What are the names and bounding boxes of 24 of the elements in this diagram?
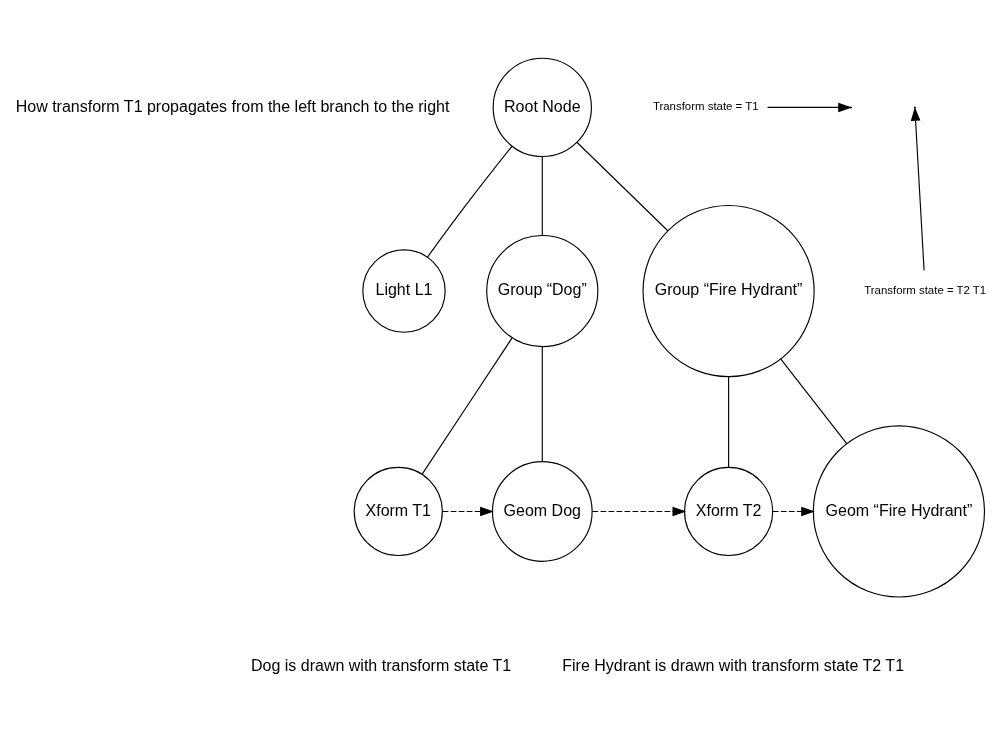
node-circle: Geom “Fire Hydrant”	[812, 424, 986, 598]
node-circle: Group “Dog”	[486, 234, 599, 347]
arrow	[772, 506, 815, 516]
label: Dog is drawn with transform state T1	[251, 656, 512, 674]
node-circle: Xform T1	[353, 466, 443, 556]
connector	[780, 358, 848, 444]
connector	[728, 375, 730, 468]
connector	[426, 144, 513, 258]
node-circle: Light L1	[362, 248, 446, 333]
node-text: Transform state = T1	[652, 99, 759, 112]
node-circle: Geom Dog	[491, 460, 593, 562]
connector	[541, 345, 543, 462]
node-circle: Group “Fire Hydrant”	[642, 204, 815, 377]
connector	[541, 155, 543, 236]
node-circle: Root Node	[492, 57, 592, 157]
node-circle: Xform T2	[683, 466, 774, 556]
connector	[576, 141, 669, 231]
arrow	[442, 506, 494, 516]
arrow	[591, 506, 687, 516]
arrow	[910, 106, 925, 271]
label: Fire Hydrant is drawn with transform state T2 T1	[562, 656, 905, 674]
node-text: Transform state = T2 T1	[864, 283, 987, 296]
label: How transform T1 propagates from the left branch to the right	[15, 97, 450, 115]
connector	[421, 336, 513, 475]
